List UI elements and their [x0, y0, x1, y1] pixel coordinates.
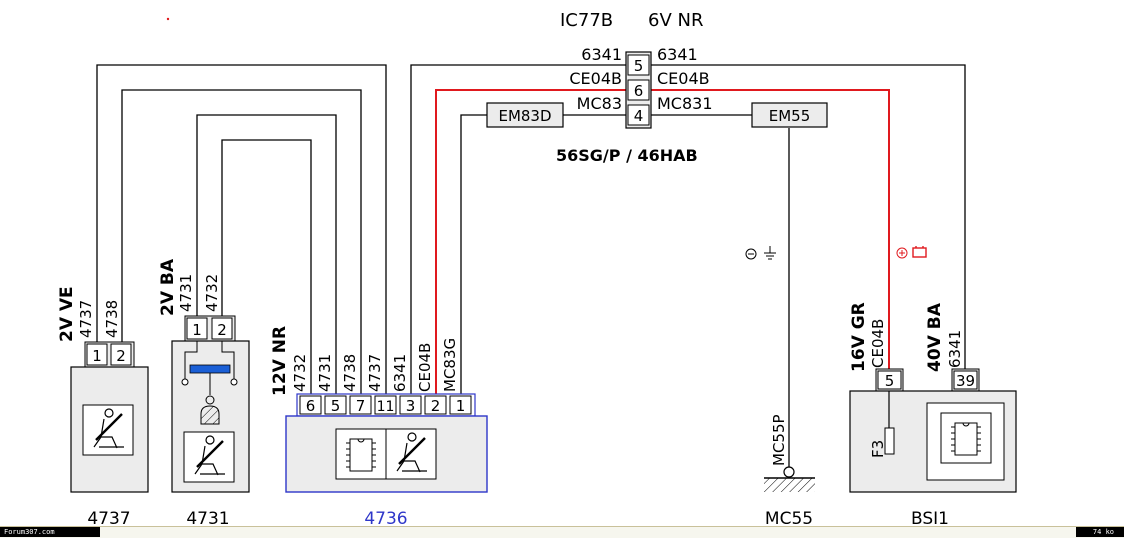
splice-em55-label: EM55 — [769, 107, 811, 125]
c4737-wire-label: 4738 — [103, 300, 121, 338]
ic77b-pin-4 — [627, 104, 650, 126]
switch-icon — [181, 341, 238, 425]
seatbelt-icon — [183, 431, 235, 483]
wire-4738 — [121, 89, 362, 396]
c4736-wire-label: MC83G — [441, 338, 459, 392]
ic77b-right-wire: 6341 — [657, 45, 698, 64]
splice-em55 — [751, 102, 828, 128]
footer-bar — [0, 526, 1124, 538]
ic77b-left-wire: 6341 — [581, 45, 622, 64]
c4737-label: 4737 — [87, 509, 130, 529]
ic77b-pin-label: 6 — [634, 82, 644, 100]
stray-dot — [166, 17, 170, 21]
c4736-pin: 1 — [456, 397, 466, 415]
bsi-fuse-label: F3 — [869, 440, 887, 458]
component-bsi1: 16V GR CE04B 40V BA 6341 5 39 F3 BSI1 — [849, 302, 1017, 529]
ic77b-right-wire: MC831 — [657, 94, 713, 113]
ecu-chip-icon — [926, 402, 1005, 481]
ic77b-right-wire: CE04B — [657, 69, 710, 88]
ic77b-pin-label: 4 — [634, 107, 644, 125]
c4731-label: 4731 — [186, 509, 229, 529]
c4736-wire-label: 4732 — [291, 354, 309, 392]
ic77b-left-wire: MC83 — [577, 94, 622, 113]
component-4737: 2V VE 4737 4738 1 2 4737 — [57, 286, 149, 529]
c4731-pin: 2 — [217, 321, 227, 339]
component-4736: 12V NR 4732 4731 4738 4737 6341 CE04B MC… — [270, 326, 488, 529]
c4736-connector-spec: 12V NR — [270, 326, 290, 396]
c4737-wire-label: 4737 — [77, 300, 95, 338]
wire-ce04b — [435, 89, 890, 396]
ic77b-pin-6 — [627, 79, 650, 101]
c4736-pin: 7 — [356, 397, 366, 415]
splice-em83d-label: EM83D — [498, 107, 551, 125]
c4736-pin: 3 — [406, 397, 416, 415]
ground-hatch — [764, 478, 815, 492]
ic77b-left-wire: CE04B — [569, 69, 622, 88]
bsi-pin: 39 — [956, 372, 975, 390]
footer-site-badge: Forum307.com — [0, 527, 100, 537]
seatbelt-icon — [385, 428, 437, 480]
c4731-connector-spec: 2V BA — [158, 258, 178, 316]
ecu-chip-icon — [335, 428, 387, 480]
mc55-wire-label: MC55P — [770, 414, 788, 466]
ground-symbol — [745, 246, 776, 260]
bsi-connector-right: 40V BA — [925, 302, 945, 372]
c4737-connector-spec: 2V VE — [57, 286, 77, 342]
splice-em83d — [486, 102, 564, 128]
wire-group-label: 56SG/P / 46HAB — [556, 146, 698, 165]
wire-mc83g — [460, 114, 487, 396]
c4736-wire-label: 4737 — [366, 354, 384, 392]
bsi-wire-label: CE04B — [869, 319, 887, 368]
c4736-label: 4736 — [364, 509, 407, 529]
component-mc55: MC55P MC55 — [764, 414, 815, 529]
seatbelt-icon — [82, 404, 134, 456]
component-4731: 2V BA 4731 4732 1 2 4731 — [158, 258, 250, 529]
c4731-wire-label: 4731 — [177, 274, 195, 312]
wire-4731 — [196, 114, 337, 396]
ic77b-pin-5 — [627, 54, 650, 76]
c4736-wire-label: 4738 — [341, 354, 359, 392]
c4737-pin: 2 — [116, 347, 126, 365]
bsi-connector-left: 16V GR — [849, 302, 869, 372]
c4736-pin: 5 — [331, 397, 341, 415]
c4736-wire-label: CE04B — [416, 343, 434, 392]
c4736-wire-label: 6341 — [391, 354, 409, 392]
connector-spec: 6V NR — [648, 10, 703, 31]
bsi-pin: 5 — [885, 372, 895, 390]
bsi-label: BSI1 — [911, 509, 949, 529]
supply-symbol — [896, 246, 927, 259]
c4736-wire-label: 4731 — [316, 354, 334, 392]
wire-4737 — [96, 64, 387, 396]
wire-4732 — [221, 139, 312, 396]
c4736-pin: 6 — [306, 397, 316, 415]
bsi-wire-label: 6341 — [946, 330, 964, 368]
ic77b-pin-label: 5 — [634, 57, 644, 75]
fuse-icon — [884, 391, 895, 455]
connector-ref: IC77B — [560, 10, 613, 31]
footer-size-badge: 74 ko — [1076, 527, 1124, 537]
c4736-pin: 11 — [377, 399, 395, 415]
c4731-pin: 1 — [192, 321, 202, 339]
wire-6341 — [410, 64, 966, 396]
mc55-label: MC55 — [765, 509, 813, 529]
c4737-pin: 1 — [92, 347, 102, 365]
c4736-pin: 2 — [431, 397, 441, 415]
c4731-wire-label: 4732 — [203, 274, 221, 312]
